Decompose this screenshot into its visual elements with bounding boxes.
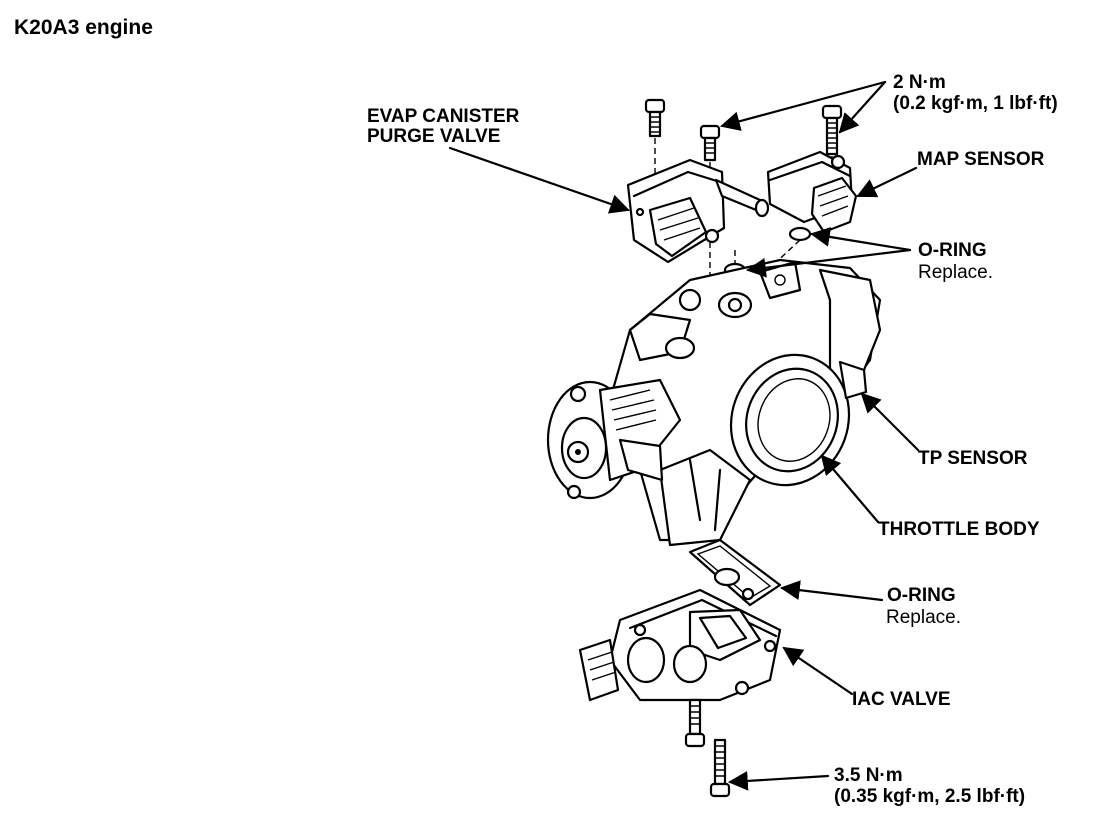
label-evap-canister-line2: PURGE VALVE [367, 126, 501, 147]
label-torque-bottom-conversion: (0.35 kgf·m, 2.5 lbf·ft) [834, 786, 1026, 807]
label-tp-sensor: TP SENSOR [918, 448, 1028, 469]
iac-valve [578, 588, 782, 702]
label-torque-bottom-value: 3.5 N·m [834, 765, 903, 786]
bolt-evap-left [644, 98, 666, 138]
bolt-iac-left [684, 698, 706, 748]
bolt-evap-right [699, 124, 721, 162]
label-iac-valve: IAC VALVE [852, 689, 951, 710]
bolt-map-sensor [821, 104, 843, 156]
label-map-sensor: MAP SENSOR [917, 149, 1045, 170]
label-o-ring-bottom-note: Replace. [886, 607, 961, 628]
label-o-ring-bottom: O-RING [887, 585, 956, 606]
label-o-ring-top-note: Replace. [918, 262, 993, 283]
label-torque-top-value: 2 N·m [893, 72, 946, 93]
label-o-ring-top: O-RING [918, 240, 987, 261]
label-torque-top-conversion: (0.2 kgf·m, 1 lbf·ft) [893, 93, 1058, 114]
label-evap-canister-line1: EVAP CANISTER [367, 106, 520, 127]
diagram-title: K20A3 engine [14, 16, 153, 39]
o-ring-gasket-iac [688, 538, 782, 607]
o-ring-map [788, 226, 812, 242]
evap-canister-purge-valve [626, 158, 770, 264]
throttle-body [546, 258, 882, 547]
map-sensor [766, 150, 858, 234]
label-throttle-body: THROTTLE BODY [878, 519, 1040, 540]
leader-lines [448, 80, 920, 791]
bolt-iac-right [709, 738, 731, 798]
